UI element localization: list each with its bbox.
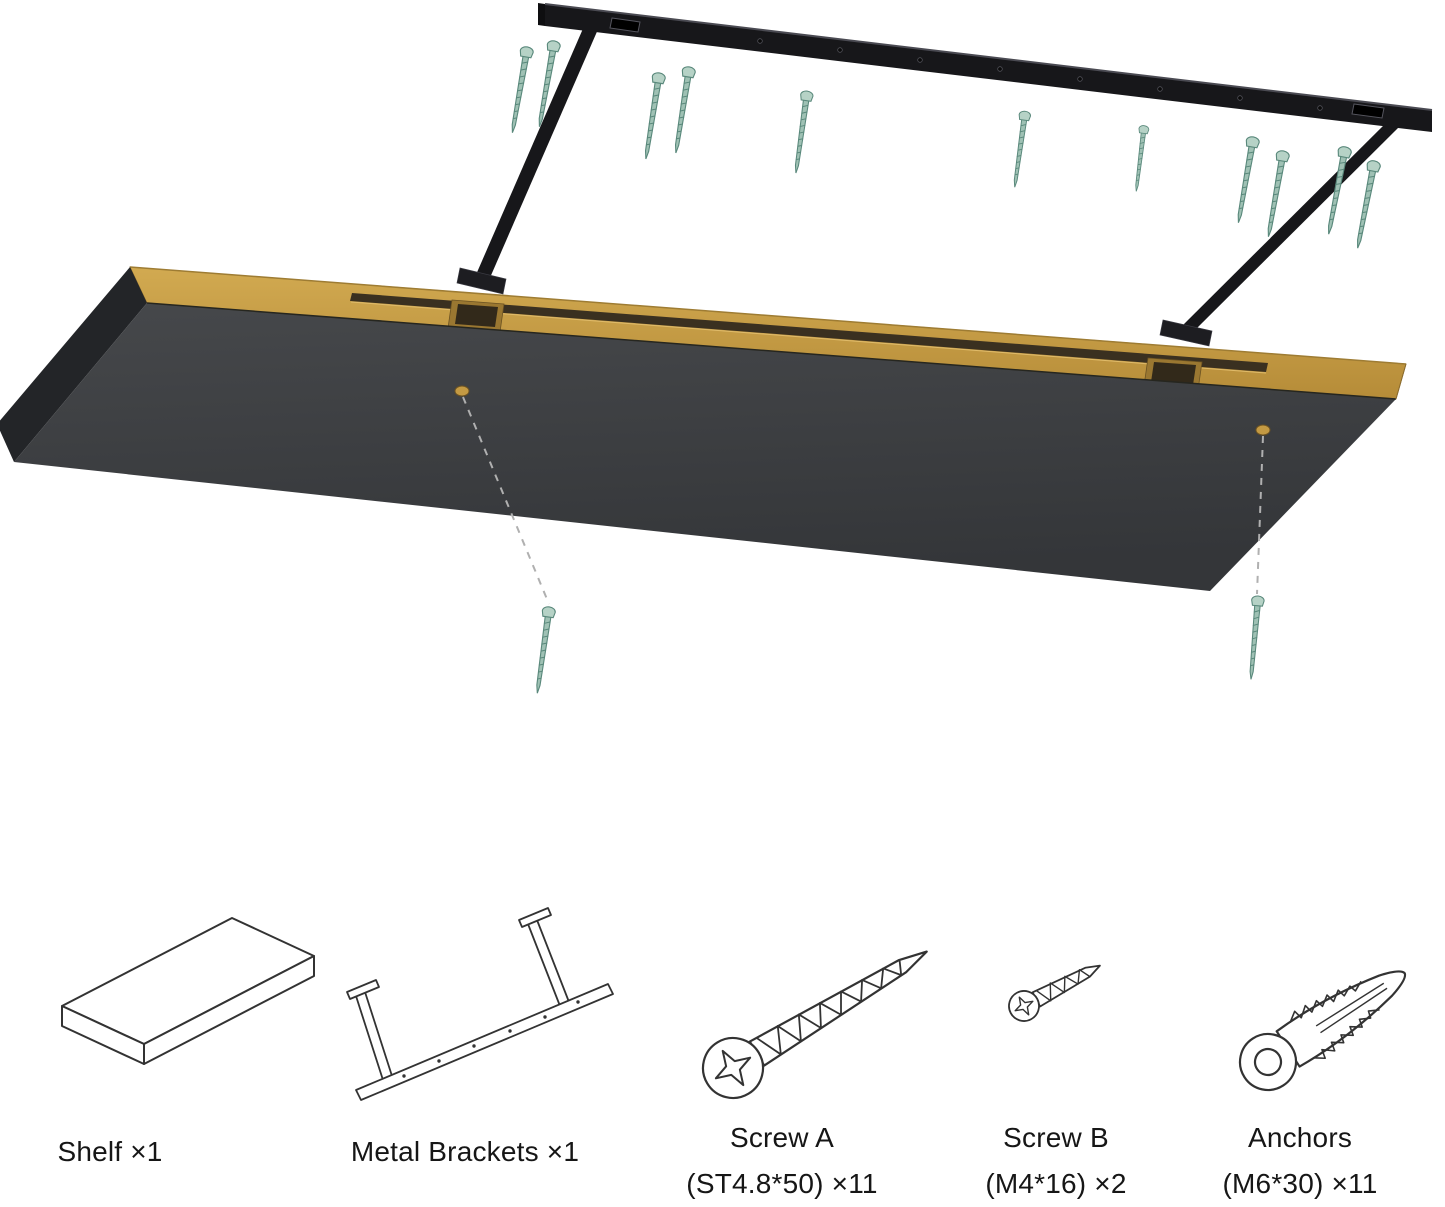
part-label-brackets: Metal Brackets ×1 [350, 1136, 580, 1167]
part-label-screw-a: Screw A [729, 1122, 835, 1153]
shelf-board-graphic [0, 266, 1407, 591]
part-label-shelf: Shelf ×1 [57, 1136, 163, 1167]
mounting-bracket-graphic [456, 3, 1433, 347]
bracket-slot [1351, 103, 1385, 119]
screw-icon [668, 65, 697, 155]
screw-icon [1130, 124, 1150, 193]
screw-a-icon [701, 950, 928, 1100]
part-spec-screw-a: (ST4.8*50) ×11 [686, 1168, 878, 1199]
screw-icon [789, 89, 815, 175]
pilot-hole [1255, 424, 1271, 436]
part-spec-anchors: (M6*30) ×11 [1222, 1168, 1378, 1199]
screw-icon [638, 71, 667, 161]
part-label-anchors: Anchors [1247, 1122, 1353, 1153]
wall-anchor-icon [1238, 970, 1407, 1092]
part-spec-screw-b: (M4*16) ×2 [985, 1168, 1127, 1199]
part-label-screw-b: Screw B [1003, 1122, 1109, 1153]
screw-icon [1008, 110, 1032, 189]
mounting-bracket-icon [346, 907, 614, 1101]
alignment-lines-group [462, 396, 1264, 605]
bracket-slot [609, 17, 641, 33]
screw-icon [530, 605, 557, 695]
shelf-groove [350, 293, 1268, 372]
pilot-hole [454, 385, 470, 397]
parts-list-icons [61, 907, 1407, 1101]
shelf-board-icon [61, 917, 315, 1065]
screw-icon [1244, 594, 1266, 681]
screw-b-icon [1008, 964, 1101, 1022]
screw-icon [505, 45, 535, 135]
screw-icon [1350, 159, 1382, 250]
screw-icon [1231, 135, 1261, 225]
